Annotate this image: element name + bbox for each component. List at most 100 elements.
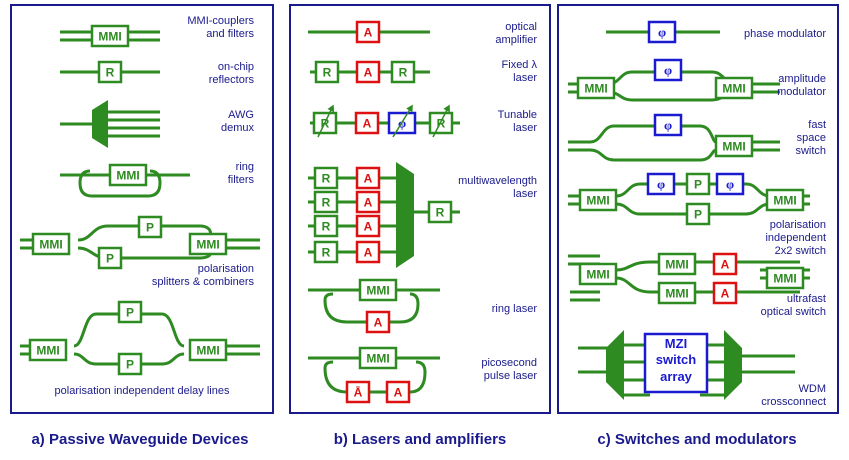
device-caption: picosecond bbox=[481, 357, 537, 369]
mmi-block: MMI bbox=[188, 338, 228, 362]
device-caption: filters bbox=[228, 174, 255, 186]
reflector-block: R bbox=[314, 60, 340, 84]
reflector-block: R bbox=[313, 240, 339, 264]
block-frame bbox=[28, 338, 68, 362]
mmi-block: MMI bbox=[714, 134, 754, 158]
block-frame bbox=[355, 240, 381, 264]
block-label: R bbox=[437, 117, 446, 131]
device-caption: phase modulator bbox=[744, 28, 826, 40]
block-label: φ bbox=[658, 25, 666, 40]
p-block: P bbox=[137, 215, 163, 239]
block-label: φ bbox=[726, 177, 734, 192]
device-caption: MMI-couplers bbox=[187, 15, 254, 27]
device-caption: AWG bbox=[228, 109, 254, 121]
device-caption: multiwavelength bbox=[458, 175, 537, 187]
block-frame bbox=[90, 24, 130, 48]
block-frame bbox=[385, 380, 411, 404]
gain-block: A bbox=[712, 252, 738, 276]
block-frame bbox=[97, 60, 123, 84]
block-label: φ bbox=[664, 118, 672, 133]
block-frame bbox=[97, 246, 123, 270]
mmi-block: MMI bbox=[657, 252, 697, 276]
block-label: MMI bbox=[773, 194, 796, 208]
gain-block: A bbox=[712, 281, 738, 305]
ring-waveguide bbox=[78, 169, 162, 198]
block-label: P bbox=[126, 358, 134, 372]
block-frame bbox=[657, 252, 697, 276]
panel-title: a) Passive Waveguide Devices bbox=[31, 431, 248, 448]
ring-waveguide bbox=[323, 292, 420, 324]
phase-block: φ bbox=[653, 113, 683, 137]
device-caption: fast bbox=[808, 119, 826, 131]
tuning-arrow bbox=[432, 105, 450, 138]
block-label: MMI bbox=[665, 287, 688, 301]
device-caption: ring laser bbox=[492, 303, 538, 315]
block-label: R bbox=[436, 206, 445, 220]
reflector-block: R bbox=[97, 60, 123, 84]
block-frame bbox=[108, 163, 148, 187]
block-frame bbox=[576, 76, 616, 100]
block-label: A bbox=[721, 258, 730, 272]
block-frame bbox=[765, 188, 805, 212]
block-label: MMI bbox=[196, 344, 219, 358]
block-label: A bbox=[364, 246, 373, 260]
block-label: P bbox=[694, 178, 702, 192]
mmi-block: MMI bbox=[576, 76, 616, 100]
device-caption: laser bbox=[513, 72, 537, 84]
phase-block: φ bbox=[646, 172, 676, 196]
gain-block: A bbox=[354, 111, 380, 135]
block-label: A bbox=[364, 196, 373, 210]
block-frame bbox=[685, 202, 711, 226]
block-frame bbox=[345, 380, 371, 404]
mmi-block: MMI bbox=[765, 266, 805, 290]
device-caption: WDM bbox=[799, 383, 827, 395]
amplifier-block: A bbox=[355, 20, 381, 44]
block-label: A bbox=[364, 26, 373, 40]
block-label: MMI bbox=[722, 140, 745, 154]
block-label: MMI bbox=[584, 82, 607, 96]
block-frame bbox=[314, 60, 340, 84]
tuning-arrowhead bbox=[327, 104, 335, 113]
block-label: R bbox=[322, 220, 331, 234]
tuning-arrow bbox=[392, 105, 413, 138]
p-block: P bbox=[117, 300, 143, 324]
block-label: MMI bbox=[98, 30, 121, 44]
gain-block: A bbox=[365, 310, 391, 334]
block-label: MZI bbox=[665, 336, 687, 351]
block-frame bbox=[712, 281, 738, 305]
block-label: MMI bbox=[366, 352, 389, 366]
device-caption: switch bbox=[795, 145, 826, 157]
block-label: switch bbox=[656, 352, 697, 367]
mmi-block: MMI bbox=[188, 232, 228, 256]
phase-block: φ bbox=[653, 58, 683, 82]
phase-block: φ bbox=[647, 20, 677, 44]
awg-prism bbox=[396, 162, 414, 268]
reflector-block: R bbox=[313, 214, 339, 238]
block-label: A bbox=[394, 386, 403, 400]
block-frame bbox=[358, 346, 398, 370]
waveguide bbox=[615, 260, 800, 272]
block-frame bbox=[355, 190, 381, 214]
tuning-arrow bbox=[317, 105, 334, 138]
block-frame bbox=[313, 214, 339, 238]
awg-prism bbox=[606, 330, 624, 400]
block-frame bbox=[714, 134, 754, 158]
block-frame bbox=[117, 300, 143, 324]
absorber-block: Ā bbox=[345, 380, 371, 404]
block-frame bbox=[427, 200, 453, 224]
mmi-block: MMI bbox=[90, 24, 130, 48]
block-frame bbox=[355, 166, 381, 190]
device-caption: splitters & combiners bbox=[152, 276, 255, 288]
block-frame bbox=[715, 172, 745, 196]
panel-b-frame bbox=[289, 4, 551, 414]
device-caption: amplifier bbox=[495, 34, 537, 46]
ring-waveguide bbox=[323, 360, 427, 394]
block-frame bbox=[137, 215, 163, 239]
device-caption: modulator bbox=[777, 86, 826, 98]
block-frame bbox=[714, 76, 754, 100]
block-frame bbox=[646, 172, 676, 196]
block-label: MMI bbox=[116, 169, 139, 183]
device-caption: reflectors bbox=[209, 74, 255, 86]
block-label: A bbox=[374, 316, 383, 330]
block-label: R bbox=[323, 66, 332, 80]
